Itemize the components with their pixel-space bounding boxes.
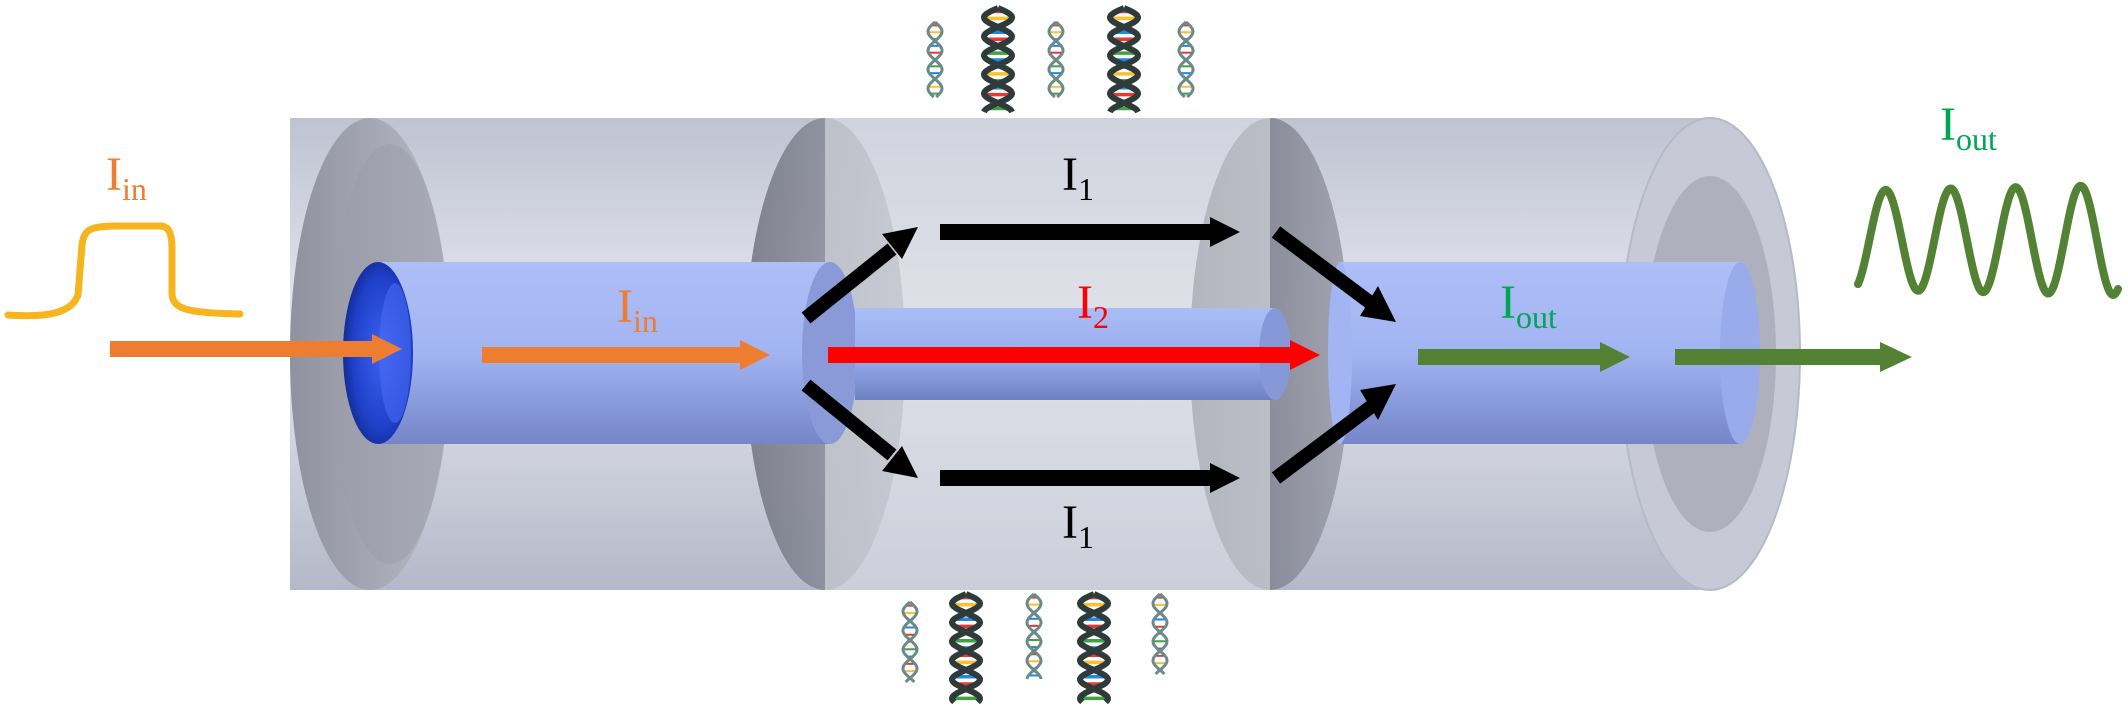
dna-molecules-bottom bbox=[901, 591, 1169, 705]
dna-icon bbox=[1106, 5, 1142, 114]
input-label-fiber: Iin bbox=[617, 280, 658, 339]
path-2-arrow bbox=[828, 340, 1320, 370]
dna-icon bbox=[1177, 20, 1195, 99]
split-arrow-up bbox=[801, 227, 918, 324]
combine-arrow-bottom bbox=[1271, 384, 1396, 484]
output-arrow-fiber bbox=[1418, 342, 1630, 372]
dna-icon bbox=[948, 591, 984, 705]
output-label-fiber: Iout bbox=[1500, 276, 1557, 335]
dna-icon bbox=[901, 600, 919, 684]
input-label-left: Iin bbox=[106, 148, 147, 207]
input-arrow-fiber bbox=[482, 340, 770, 370]
path-1-bottom-arrow bbox=[940, 463, 1240, 493]
path-1-top-arrow bbox=[940, 217, 1240, 247]
output-wave-icon bbox=[1854, 181, 2122, 300]
input-arrow-left bbox=[110, 334, 402, 364]
dna-icon bbox=[1025, 592, 1043, 680]
dna-icon bbox=[1076, 591, 1112, 705]
dna-icon bbox=[980, 5, 1016, 114]
dna-icon bbox=[1151, 592, 1169, 676]
output-label-right: Iout bbox=[1940, 98, 1997, 157]
input-pulse-icon bbox=[4, 222, 244, 320]
path-1-top-label: I1 bbox=[1062, 148, 1094, 207]
dna-icon bbox=[1047, 20, 1065, 99]
combine-arrow-top bbox=[1271, 226, 1396, 322]
dna-molecules-top bbox=[926, 5, 1195, 114]
split-arrow-down bbox=[801, 379, 918, 478]
dna-icon bbox=[926, 20, 944, 99]
path-1-bottom-label: I1 bbox=[1062, 496, 1094, 555]
path-2-label: I2 bbox=[1077, 276, 1109, 335]
output-arrow-right bbox=[1675, 342, 1912, 372]
